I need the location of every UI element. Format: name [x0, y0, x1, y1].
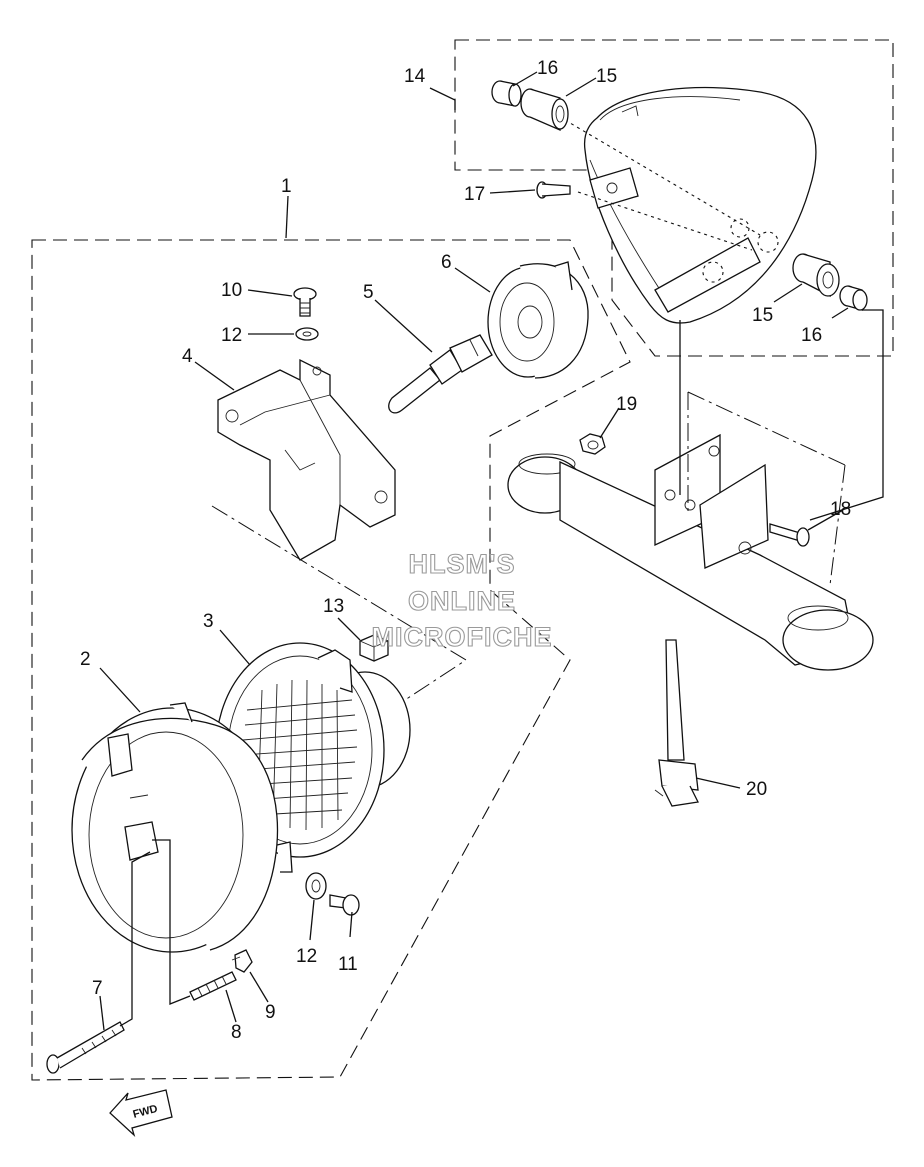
- callout-19: 19: [616, 394, 637, 415]
- callout-18: 18: [830, 499, 851, 520]
- nut-19: [579, 433, 606, 455]
- nut-13: [359, 634, 389, 662]
- callout-7: 7: [92, 978, 103, 999]
- watermark: HLSM'S ONLINE MICROFICHE: [371, 548, 553, 652]
- spring-8-axis: [152, 839, 191, 1005]
- callout-9: 9: [265, 1002, 276, 1023]
- washer-12-lower: [305, 872, 327, 900]
- callout-15-right: 15: [752, 305, 773, 326]
- screw-7: [46, 1021, 125, 1074]
- cable-band-20: [654, 639, 699, 807]
- spring-8: [189, 971, 237, 1001]
- headlight-rim-2: [71, 702, 279, 953]
- screw-17: [536, 181, 571, 199]
- watermark-line-3: MICROFICHE: [372, 622, 553, 652]
- washer-12-top: [295, 327, 319, 341]
- collar-15-top: [520, 88, 569, 131]
- callout-14: 14: [404, 66, 426, 87]
- assembly-1-boundary: [31, 239, 631, 1081]
- callout-15-top: 15: [596, 66, 617, 87]
- callout-5: 5: [363, 282, 374, 303]
- headlight-housing: [583, 86, 817, 324]
- watermark-line-1: HLSM'S: [409, 549, 516, 579]
- callout-3: 3: [203, 611, 214, 632]
- screw-10: [293, 287, 317, 317]
- callout-4: 4: [182, 346, 193, 367]
- callout-6: 6: [441, 252, 452, 273]
- stay-chain-line: [211, 505, 467, 701]
- callout-13: 13: [323, 596, 344, 617]
- callout-12-top: 12: [221, 325, 242, 346]
- callout-12-lower: 12: [296, 946, 317, 967]
- callout-17: 17: [464, 184, 485, 205]
- adjuster-9: [231, 949, 253, 973]
- callout-11: 11: [338, 954, 358, 975]
- callout-2: 2: [80, 649, 91, 670]
- watermark-line-2: ONLINE: [408, 586, 516, 616]
- leader-lines: [99, 71, 849, 1031]
- screw-11: [329, 894, 360, 916]
- under-bracket: [507, 433, 874, 671]
- damper-16-right: [839, 285, 868, 311]
- bracket-chain-line: [687, 391, 846, 586]
- bolt-18-axis: [809, 309, 884, 521]
- fwd-arrow: FWD: [109, 1089, 173, 1138]
- housing-bolt-axis: [564, 119, 761, 236]
- callout-16-top: 16: [537, 58, 558, 79]
- callout-8: 8: [231, 1022, 242, 1043]
- bolt-18: [769, 523, 810, 547]
- collar-15-right: [792, 253, 840, 298]
- damper-16-top: [491, 80, 522, 107]
- socket-cover-6: [487, 261, 589, 379]
- assembly-14-boundary: [454, 39, 894, 357]
- callout-1: 1: [281, 176, 292, 197]
- callout-10: 10: [221, 280, 242, 301]
- callout-20: 20: [746, 779, 767, 800]
- screw-7-axis: [119, 851, 151, 1027]
- housing-bolt-axis-2: [577, 191, 753, 251]
- lens-grid: [242, 679, 358, 831]
- callout-16-right: 16: [801, 325, 822, 346]
- headlight-stay-4: [217, 358, 396, 561]
- bulb-5: [388, 334, 493, 414]
